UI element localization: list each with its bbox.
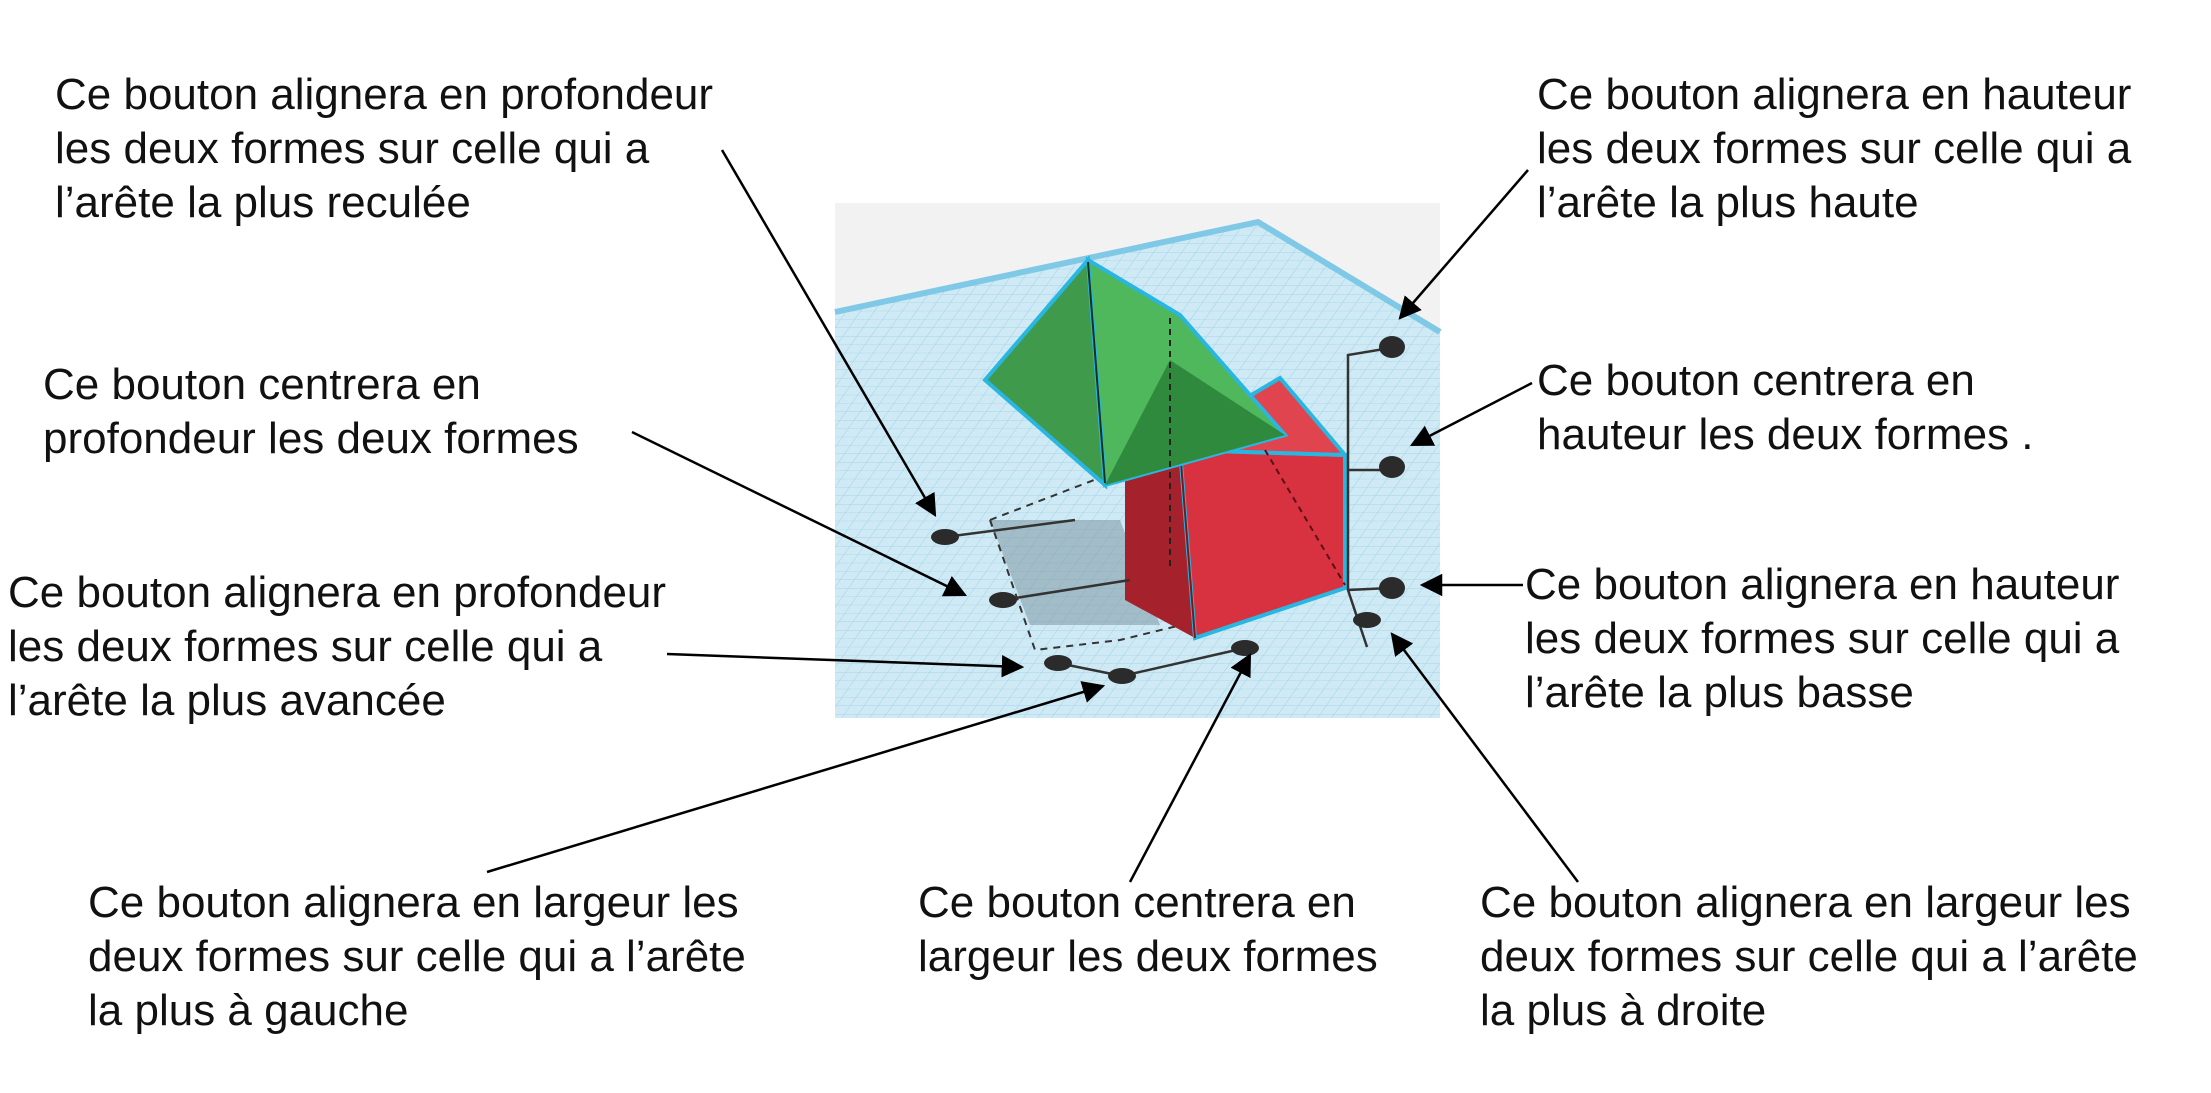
label-width-left: Ce bouton alignera en largeur les deux f…	[88, 878, 746, 1035]
shadow-icon	[990, 520, 1160, 625]
align-handle-icon[interactable]	[989, 592, 1017, 608]
align-handle-icon[interactable]	[1108, 668, 1136, 684]
align-handle-icon[interactable]	[1231, 640, 1259, 656]
align-handle-icon[interactable]	[931, 529, 959, 545]
roof-shape-icon[interactable]	[982, 255, 1289, 570]
align-handle-icon[interactable]	[1044, 655, 1072, 671]
label-width-center: Ce bouton centrera en largeur les deux f…	[918, 878, 1378, 981]
align-handle-icon[interactable]	[1353, 612, 1381, 628]
callout-arrows	[486, 149, 1579, 883]
label-depth-front: Ce bouton alignera en profondeur les deu…	[8, 568, 667, 725]
label-height-top: Ce bouton alignera en hauteur les deux f…	[1537, 70, 2132, 227]
label-height-bottom: Ce bouton alignera en hauteur les deux f…	[1525, 560, 2120, 717]
label-depth-back: Ce bouton alignera en profondeur les deu…	[55, 70, 714, 227]
align-handle-icon[interactable]	[1379, 577, 1405, 599]
label-width-right: Ce bouton alignera en largeur les deux f…	[1480, 878, 2138, 1035]
align-handle-icon[interactable]	[1379, 456, 1405, 478]
label-depth-center: Ce bouton centrera en profondeur les deu…	[43, 360, 579, 463]
align-handles	[931, 336, 1405, 684]
label-height-center: Ce bouton centrera en hauteur les deux f…	[1537, 356, 2034, 459]
align-handle-icon[interactable]	[1379, 336, 1405, 358]
